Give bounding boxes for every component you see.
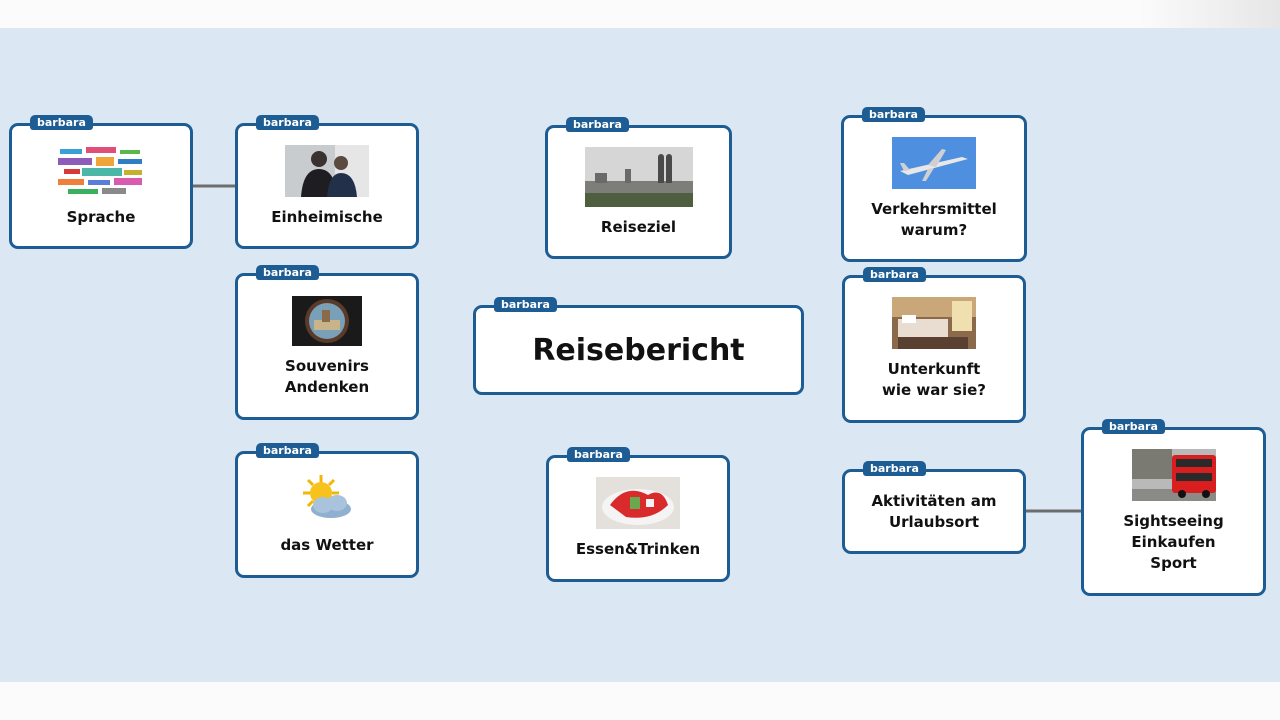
author-tag: barbara	[863, 461, 926, 476]
word-cloud-image	[58, 145, 144, 197]
author-tag: barbara	[862, 107, 925, 122]
author-tag: barbara	[566, 117, 629, 132]
souvenir-plate-image	[292, 295, 362, 346]
author-tag: barbara	[256, 443, 319, 458]
node-aktivitaeten[interactable]: barbara Aktivitäten am Urlaubsort	[842, 461, 1026, 554]
node-label: Sightseeing Einkaufen Sport	[1123, 512, 1224, 572]
node-label: Souvenirs Andenken	[284, 356, 370, 396]
author-tag: barbara	[30, 115, 93, 130]
node-essen[interactable]: barbara Essen&Trinken	[546, 447, 730, 582]
node-label: Sprache	[66, 207, 136, 226]
node-label: Unterkunft wie war sie?	[882, 360, 986, 399]
author-tag: barbara	[494, 297, 557, 312]
sun-cloud-icon	[295, 473, 359, 525]
people-photo-image	[285, 144, 369, 197]
node-label: das Wetter	[280, 536, 374, 554]
node-sightseeing[interactable]: barbara Sightseeing Einkaufen Sport	[1081, 419, 1266, 596]
bottom-bar	[0, 682, 1280, 720]
node-label: Reiseziel	[600, 217, 677, 236]
hotel-room-image	[892, 297, 976, 349]
center-node-reisebericht[interactable]: barbara Reisebericht	[473, 297, 804, 395]
author-tag: barbara	[567, 447, 630, 462]
node-label: Verkehrsmittel warum?	[871, 199, 997, 239]
author-tag: barbara	[256, 265, 319, 280]
top-bar	[0, 0, 1280, 28]
center-title: Reisebericht	[532, 332, 745, 368]
top-right-fade	[1140, 0, 1280, 28]
node-wetter[interactable]: barbara das Wetter	[235, 443, 419, 578]
red-bus-image	[1131, 449, 1216, 501]
node-label: Einheimische	[271, 207, 383, 226]
author-tag: barbara	[863, 267, 926, 282]
airplane-image	[892, 136, 976, 189]
node-einheimische[interactable]: barbara Einheimische	[235, 115, 419, 249]
city-skyline-image	[584, 146, 693, 207]
author-tag: barbara	[256, 115, 319, 130]
node-unterkunft[interactable]: barbara Unterkunft wie war sie?	[842, 267, 1026, 423]
author-tag: barbara	[1102, 419, 1165, 434]
node-label: Essen&Trinken	[575, 540, 701, 558]
node-reiseziel[interactable]: barbara Reiseziel	[545, 117, 732, 259]
node-sprache[interactable]: barbara Sprache	[9, 115, 193, 249]
node-label: Aktivitäten am Urlaubsort	[871, 491, 997, 531]
node-verkehrsmittel[interactable]: barbara Verkehrsmittel warum?	[841, 107, 1027, 262]
food-photo-image	[596, 477, 680, 529]
node-souvenirs[interactable]: barbara Souvenirs Andenken	[235, 265, 419, 420]
